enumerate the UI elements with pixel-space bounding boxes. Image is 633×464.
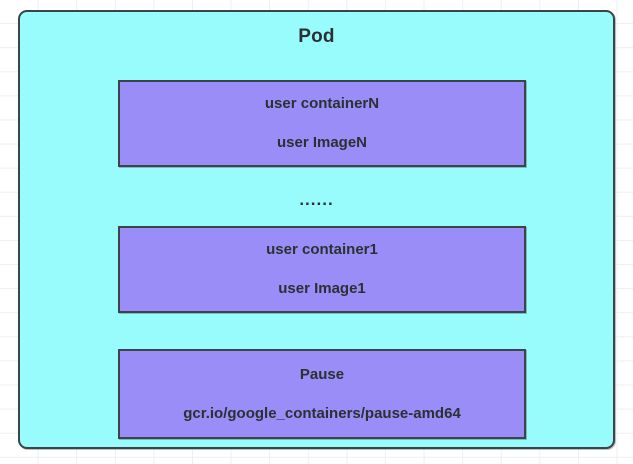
container-image-label: user ImageN (276, 134, 368, 151)
container-box-user-container1[interactable]: user container1 user Image1 (118, 226, 526, 313)
pod-title: Pod (298, 26, 335, 47)
container-box-pause[interactable]: Pause gcr.io/google_containers/pause-amd… (118, 349, 526, 439)
container-image-label: gcr.io/google_containers/pause-amd64 (183, 404, 461, 422)
pod-container-box[interactable]: Pod user containerN user ImageN ...... u… (18, 10, 615, 449)
container-box-user-containern[interactable]: user containerN user ImageN (118, 80, 526, 167)
container-name-label: user container1 (266, 241, 378, 258)
container-name-label: user containerN (264, 95, 380, 112)
container-image-label: user Image1 (278, 280, 366, 297)
container-name-label: Pause (299, 365, 345, 383)
ellipsis-label: ...... (299, 190, 334, 209)
